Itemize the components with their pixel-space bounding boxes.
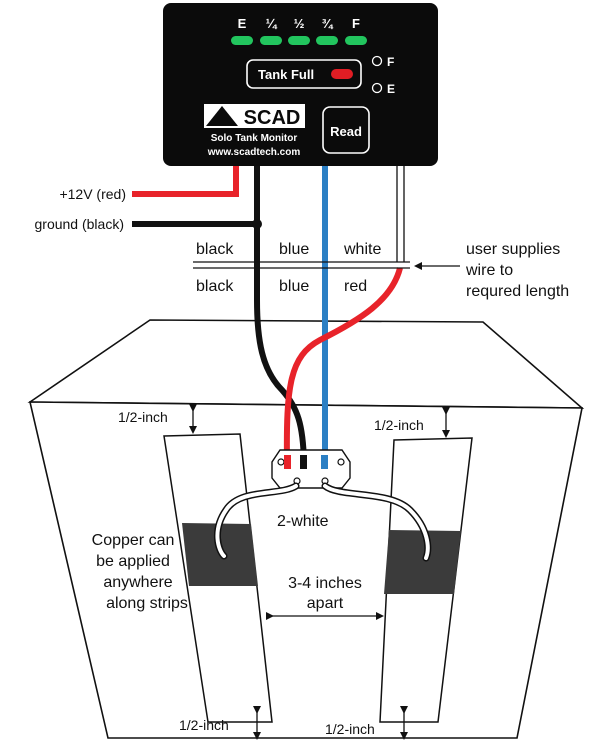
product-name: Solo Tank Monitor <box>211 133 298 144</box>
led-f <box>345 36 367 45</box>
splice-top-white: white <box>343 241 381 258</box>
gauge-label-quarter: ¼ <box>266 16 278 31</box>
splice-note-line-2: wire to <box>465 262 513 279</box>
red-wire <box>283 267 403 463</box>
tank-monitor-device: E ¼ ½ ¾ F Tank Full F E SCAD Solo Tank M… <box>163 3 438 166</box>
ground-label: ground (black) <box>35 216 125 232</box>
splice-bottom-blue: blue <box>279 278 309 295</box>
read-button[interactable] <box>322 106 370 154</box>
tank-top-face <box>27 319 585 409</box>
gauge-label-half: ½ <box>294 16 305 31</box>
half-inch-top-left: 1/2-inch <box>118 409 168 425</box>
indicator-f-label: F <box>387 55 394 69</box>
led-e <box>231 36 253 45</box>
led-quarter <box>260 36 282 45</box>
dimension-arrows <box>189 404 450 740</box>
right-strip <box>379 437 473 723</box>
splice-bottom-red: red <box>344 278 367 295</box>
white-wire <box>396 166 405 262</box>
copper-note-line-4: along strips <box>106 595 188 612</box>
power-red-wire <box>132 166 239 197</box>
led-three-quarter <box>316 36 338 45</box>
gauge-label-f: F <box>352 16 360 31</box>
half-inch-bottom-left: 1/2-inch <box>179 717 229 733</box>
two-white-label: 2-white <box>277 513 329 530</box>
copper-note-line-3: anywhere <box>103 574 172 591</box>
spacing-line-1: 3-4 inches <box>288 575 362 592</box>
gauge-label-e: E <box>238 16 247 31</box>
tank-full-indicator <box>246 59 362 89</box>
scad-logo-text: SCAD <box>244 107 301 129</box>
half-inch-top-right: 1/2-inch <box>374 417 424 433</box>
splice-bottom-black: black <box>196 278 234 295</box>
read-button-label: Read <box>330 124 362 139</box>
spacing-line-2: apart <box>307 595 344 612</box>
splice-top-black: black <box>196 241 234 258</box>
probe-wires <box>214 482 432 562</box>
gauge-label-three-quarter: ¾ <box>322 16 334 31</box>
ground-junction-dot <box>252 219 262 229</box>
splice-note-line-1: user supplies <box>466 241 560 258</box>
splice-top-blue: blue <box>279 241 309 258</box>
tank-full-label: Tank Full <box>258 67 314 82</box>
indicator-f-ring <box>371 55 383 67</box>
indicator-e-ring <box>371 82 383 94</box>
right-copper-band <box>384 530 461 594</box>
sensor-connector <box>271 449 351 489</box>
scad-logo-triangle <box>206 106 238 126</box>
splice-note-line-3: requred length <box>466 283 569 300</box>
tank-full-led <box>331 69 353 79</box>
led-half <box>288 36 310 45</box>
indicator-e-label: E <box>387 82 395 96</box>
copper-note-line-2: be applied <box>96 553 170 570</box>
black-wire <box>254 166 307 463</box>
half-inch-bottom-right: 1/2-inch <box>325 721 375 737</box>
website: www.scadtech.com <box>207 147 301 158</box>
plus12v-label: +12V (red) <box>59 186 126 202</box>
copper-note-line-1: Copper can <box>92 532 175 549</box>
